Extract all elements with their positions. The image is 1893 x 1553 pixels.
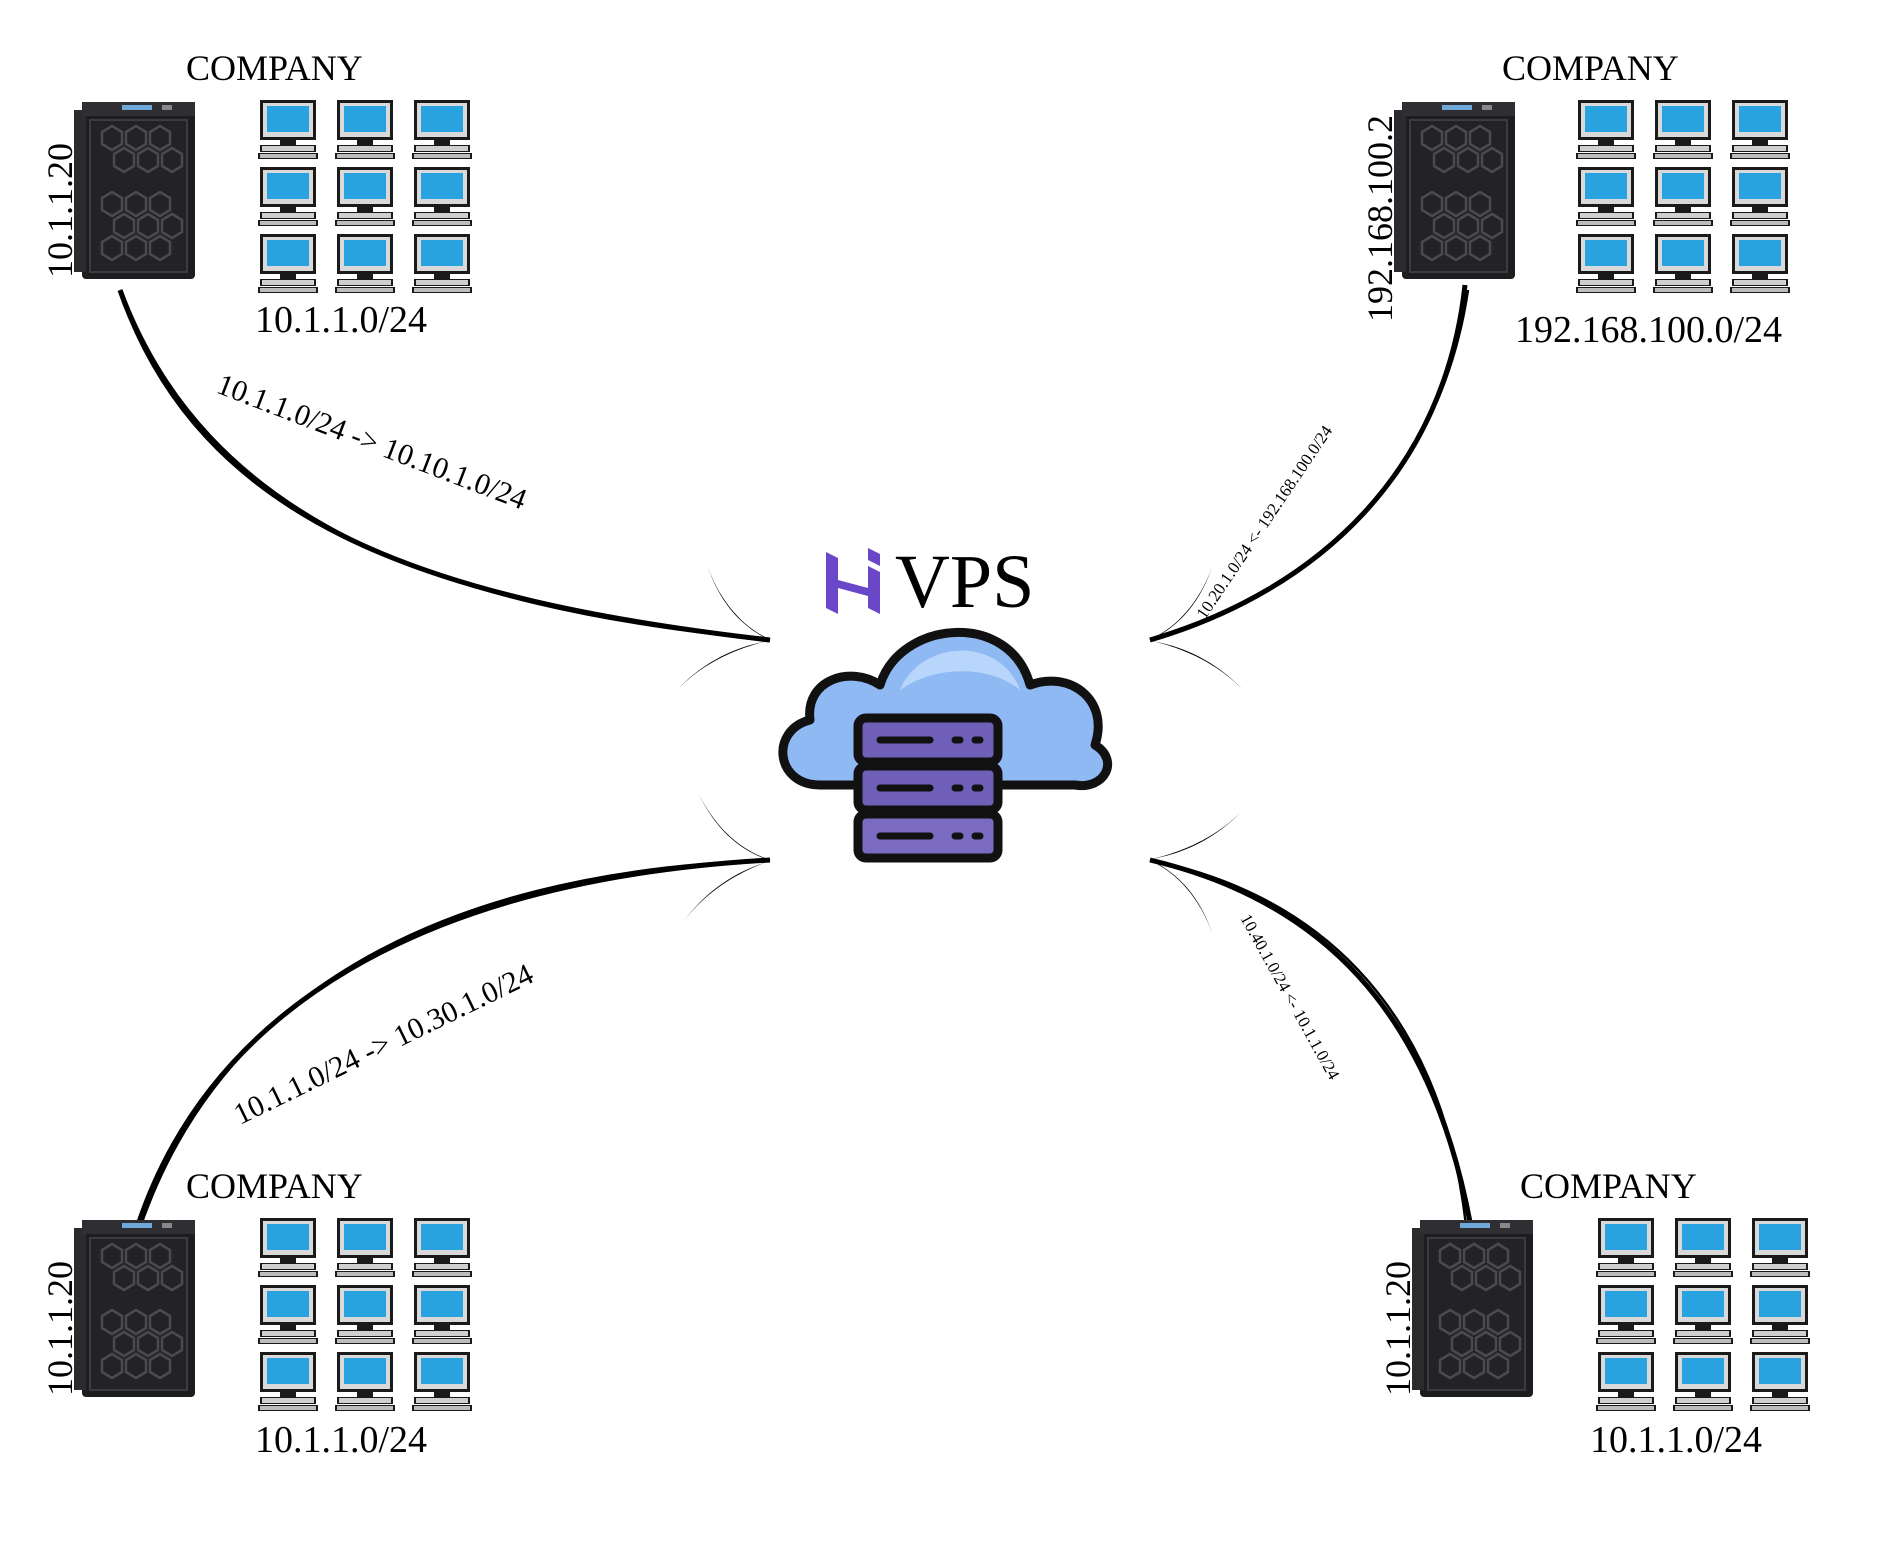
pc-grid — [258, 1218, 472, 1411]
cloud-server-icon — [778, 627, 1112, 863]
company-label: COMPANY — [1520, 1166, 1697, 1206]
company-label: COMPANY — [186, 1166, 363, 1206]
pc-grid — [1576, 100, 1790, 293]
desktop-computer-icon — [1653, 167, 1713, 226]
subnet-label: 192.168.100.0/24 — [1515, 309, 1782, 351]
desktop-computer-icon — [335, 167, 395, 226]
desktop-computer-icon — [335, 234, 395, 293]
subnet-label: 10.1.1.0/24 — [255, 1419, 427, 1461]
server-ip: 10.1.1.20 — [1378, 1261, 1418, 1396]
desktop-computer-icon — [1596, 1352, 1656, 1411]
desktop-computer-icon — [1576, 167, 1636, 226]
company-label: COMPANY — [1502, 48, 1679, 88]
desktop-computer-icon — [1673, 1218, 1733, 1277]
server-ip: 192.168.100.2 — [1360, 115, 1400, 322]
server-ip: 10.1.1.20 — [40, 1261, 80, 1396]
desktop-computer-icon — [1576, 234, 1636, 293]
desktop-computer-icon — [412, 1218, 472, 1277]
desktop-computer-icon — [1576, 100, 1636, 159]
link-label-bottom-right: 10.40.1.0/24 <- 10.1.1.0/24 — [1237, 911, 1344, 1083]
desktop-computer-icon — [1673, 1285, 1733, 1344]
desktop-computer-icon — [335, 1352, 395, 1411]
desktop-computer-icon — [1653, 100, 1713, 159]
server-tower-icon — [72, 1218, 197, 1399]
desktop-computer-icon — [335, 100, 395, 159]
site-top-left: COMPANY 10.1.1.20 10.1.1.0/24 — [40, 48, 472, 341]
desktop-computer-icon — [258, 1285, 318, 1344]
link-top-right: 10.20.1.0/24 <- 192.168.100.0/24 — [1143, 284, 1470, 695]
vps-title: VPS — [895, 540, 1034, 624]
desktop-computer-icon — [412, 100, 472, 159]
desktop-computer-icon — [1596, 1218, 1656, 1277]
pc-grid — [1596, 1218, 1810, 1411]
desktop-computer-icon — [412, 234, 472, 293]
desktop-computer-icon — [258, 234, 318, 293]
desktop-computer-icon — [1730, 234, 1790, 293]
server-ip: 10.1.1.20 — [40, 143, 80, 278]
desktop-computer-icon — [258, 167, 318, 226]
desktop-computer-icon — [258, 1352, 318, 1411]
desktop-computer-icon — [1750, 1352, 1810, 1411]
desktop-computer-icon — [1750, 1218, 1810, 1277]
site-bottom-right: COMPANY 10.1.1.20 10.1.1.0/24 — [1378, 1166, 1810, 1461]
server-tower-icon — [1410, 1218, 1535, 1399]
link-label-top-left: 10.1.1.0/24 -> 10.10.1.0/24 — [212, 368, 531, 517]
pc-grid — [258, 100, 472, 293]
link-bottom-left: 10.1.1.0/24 -> 10.30.1.0/24 — [135, 790, 775, 1229]
server-tower-icon — [72, 100, 197, 281]
desktop-computer-icon — [412, 1352, 472, 1411]
vps-hub: VPS — [778, 540, 1112, 863]
server-tower-icon — [1392, 100, 1517, 281]
desktop-computer-icon — [258, 1218, 318, 1277]
hostinger-h-logo-icon — [826, 548, 880, 614]
link-bottom-right: 10.40.1.0/24 <- 10.1.1.0/24 — [1143, 805, 1473, 1226]
desktop-computer-icon — [258, 100, 318, 159]
link-label-bottom-left: 10.1.1.0/24 -> 10.30.1.0/24 — [229, 958, 539, 1132]
site-top-right: COMPANY 192.168.100.2 192.168.100.0/24 — [1360, 48, 1790, 351]
desktop-computer-icon — [412, 167, 472, 226]
site-bottom-left: COMPANY 10.1.1.20 10.1.1.0/24 — [40, 1166, 472, 1461]
desktop-computer-icon — [1730, 167, 1790, 226]
desktop-computer-icon — [412, 1285, 472, 1344]
desktop-computer-icon — [1750, 1285, 1810, 1344]
desktop-computer-icon — [1653, 234, 1713, 293]
desktop-computer-icon — [335, 1218, 395, 1277]
link-top-left: 10.1.1.0/24 -> 10.10.1.0/24 — [117, 289, 777, 695]
desktop-computer-icon — [1673, 1352, 1733, 1411]
subnet-label: 10.1.1.0/24 — [1590, 1419, 1762, 1461]
subnet-label: 10.1.1.0/24 — [255, 299, 427, 341]
desktop-computer-icon — [1596, 1285, 1656, 1344]
company-label: COMPANY — [186, 48, 363, 88]
desktop-computer-icon — [335, 1285, 395, 1344]
desktop-computer-icon — [1730, 100, 1790, 159]
